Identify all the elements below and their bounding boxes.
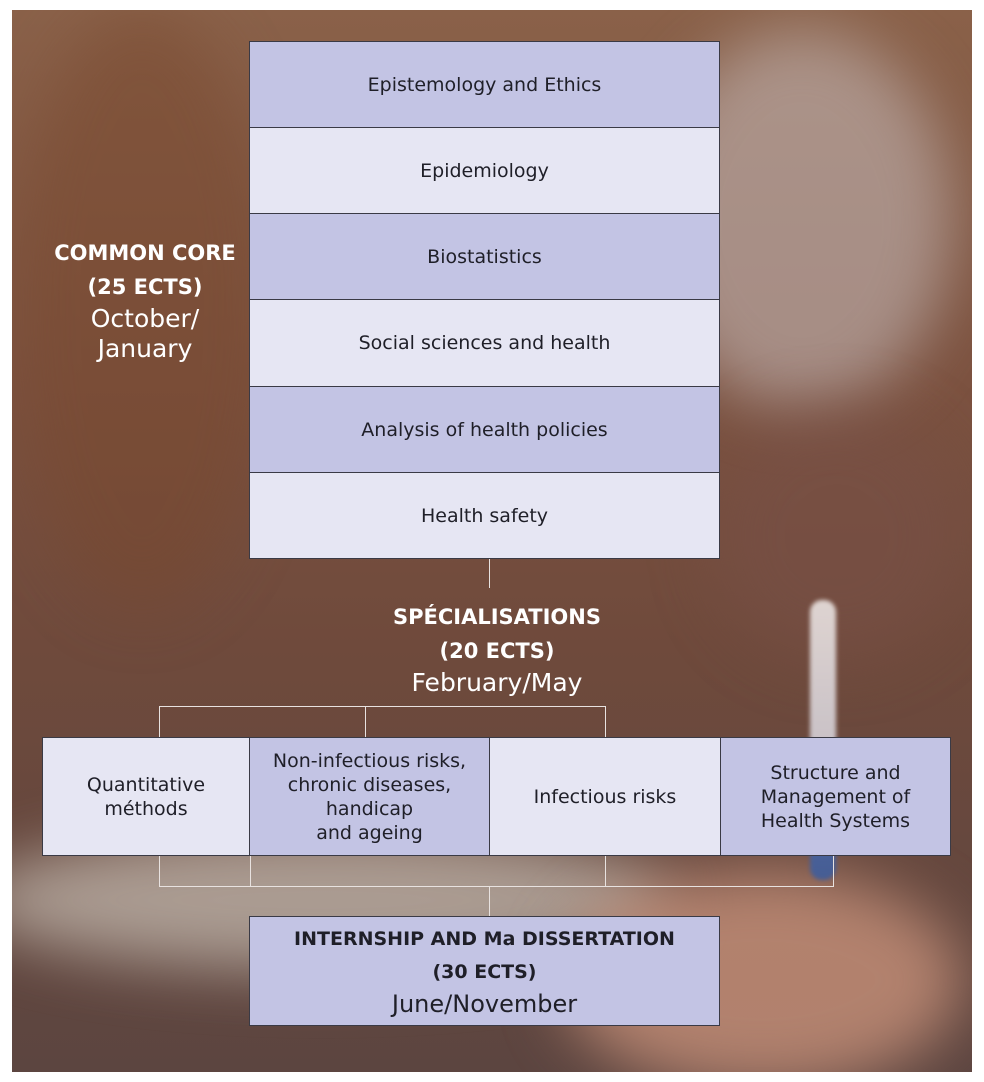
connector-spec-up-4 [833,856,834,887]
connector-spec-up-2 [250,856,251,887]
module-label: Health safety [420,504,549,527]
specialisations-ects: (20 ECTS) [439,639,555,663]
connector-spec-bottom-bar [159,886,833,887]
option-line: chronic diseases, [287,773,452,796]
option-line: Infectious risks [533,785,677,808]
common-core-title: COMMON CORE [54,241,236,265]
internship-period: June/November [391,990,578,1018]
option-line: handicap [325,797,414,820]
specialisations-title: SPÉCIALISATIONS [393,605,601,629]
connector-spec-drop-2 [365,706,366,738]
specialisations-label: SPÉCIALISATIONS (20 ECTS) February/May [347,600,647,698]
option-non-infectious-risks: Non-infectious risks, chronic diseases, … [249,737,490,856]
background-photo: COMMON CORE (25 ECTS) October/ January E… [12,10,972,1072]
option-line: and ageing [316,821,423,844]
module-health-policies: Analysis of health policies [249,386,720,473]
module-biostatistics: Biostatistics [249,213,720,300]
background-shadow [712,410,962,660]
option-line: Health Systems [760,809,911,832]
internship-title: INTERNSHIP AND Ma DISSERTATION [294,928,675,950]
common-core-label: COMMON CORE (25 ECTS) October/ January [40,236,250,364]
connector-spec-top-bar [159,706,606,707]
connector-spec-drop-3 [605,706,606,738]
common-core-ects: (25 ECTS) [87,275,203,299]
connector-spec-up-3 [605,856,606,887]
option-line: Non-infectious risks, [272,749,467,772]
internship-box: INTERNSHIP AND Ma DISSERTATION (30 ECTS)… [249,916,720,1026]
option-line: méthods [104,797,188,820]
option-line: Quantitative [86,773,206,796]
module-social-sciences: Social sciences and health [249,299,720,387]
option-line: Management of [760,785,911,808]
connector-spec-to-internship [489,886,490,916]
option-quantitative-methods: Quantitative méthods [42,737,250,856]
module-label: Epidemiology [420,159,549,182]
module-health-safety: Health safety [249,472,720,559]
module-label: Epistemology and Ethics [367,73,602,96]
internship-ects: (30 ECTS) [432,961,537,983]
option-line: Structure and [770,761,901,784]
background-shade [12,10,272,610]
option-infectious-risks: Infectious risks [489,737,721,856]
module-label: Analysis of health policies [361,418,608,441]
connector-spec-drop-1 [159,706,160,738]
module-label: Biostatistics [427,245,542,268]
connector-spec-up-1 [159,856,160,887]
module-label: Social sciences and health [358,332,611,354]
connector-core-to-spec [489,558,490,588]
module-epistemology-ethics: Epistemology and Ethics [249,41,720,128]
option-health-systems: Structure and Management of Health Syste… [720,737,951,856]
common-core-period-line2: January [97,334,193,363]
module-epidemiology: Epidemiology [249,127,720,214]
common-core-period-line1: October/ [90,304,200,333]
specialisations-period: February/May [411,668,583,697]
